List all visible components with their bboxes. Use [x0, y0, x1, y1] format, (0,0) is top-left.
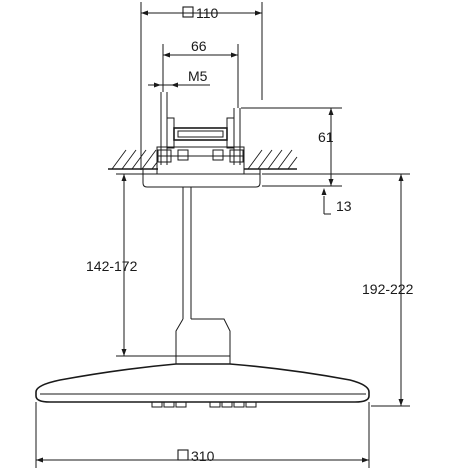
- dimension-thread: M5: [148, 68, 210, 88]
- dimension-arm-length: 142-172: [86, 173, 176, 357]
- ceiling-surface: [108, 149, 298, 170]
- dimension-head-width: 310: [35, 402, 370, 468]
- mounting-box: [156, 92, 245, 175]
- dim-label-m5: M5: [188, 68, 208, 84]
- dimension-box-height: 61: [241, 107, 342, 186]
- ceiling-hatch-left: [111, 149, 159, 170]
- dim-label-192-222: 192-222: [362, 281, 414, 297]
- dim-label-66: 66: [191, 38, 207, 54]
- dimension-inner-width: 66: [162, 38, 239, 108]
- nozzle-group-right: [209, 401, 257, 408]
- dim-label-61: 61: [318, 129, 334, 145]
- ceiling-hatch-right: [247, 149, 298, 170]
- dim-label-142-172: 142-172: [86, 258, 138, 274]
- ceiling-flange: [142, 169, 261, 188]
- dimension-top-width: 110: [140, 2, 263, 170]
- dim-label-13: 13: [336, 198, 352, 214]
- dim-label-110: 110: [196, 5, 219, 21]
- dim-label-310: 310: [191, 448, 215, 464]
- square-symbol-top: [182, 6, 194, 18]
- square-symbol-bottom: [177, 449, 189, 461]
- shower-head: [35, 363, 370, 408]
- dimension-flange-offset: 13: [262, 185, 352, 215]
- dimension-total-height: 192-222: [262, 173, 414, 407]
- nozzle-group-left: [151, 401, 187, 408]
- shower-arm: [175, 187, 231, 364]
